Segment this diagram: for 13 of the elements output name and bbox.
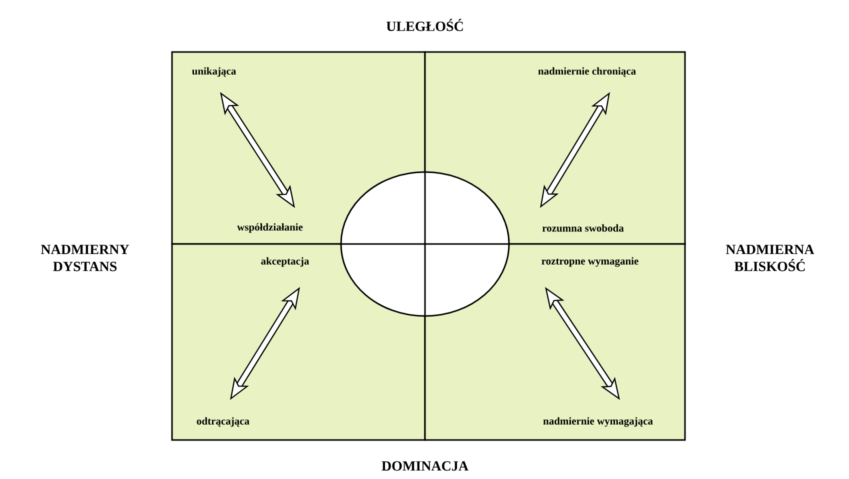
quadrant-label: nadmiernie chroniąca xyxy=(538,67,636,77)
axis-label: ULEGŁOŚĆ xyxy=(386,18,463,32)
quadrant-label: unikająca xyxy=(192,67,236,77)
axis-label: DOMINACJA xyxy=(382,461,468,471)
axis-label: NADMIERNA BLISKOŚĆ xyxy=(726,244,814,272)
axis-label: NADMIERNY DYSTANS xyxy=(40,244,130,272)
quadrant-label: roztropne wymaganie xyxy=(542,257,638,267)
quadrant-label: współdziałanie xyxy=(237,223,303,233)
circle xyxy=(340,171,510,317)
quadrant-label: odtrącająca xyxy=(196,417,250,427)
quadrant-label: nadmiernie wymagająca xyxy=(543,417,653,427)
quadrant-label: rozumna swoboda xyxy=(542,224,624,232)
quadrant-label: akceptacja xyxy=(261,257,310,267)
